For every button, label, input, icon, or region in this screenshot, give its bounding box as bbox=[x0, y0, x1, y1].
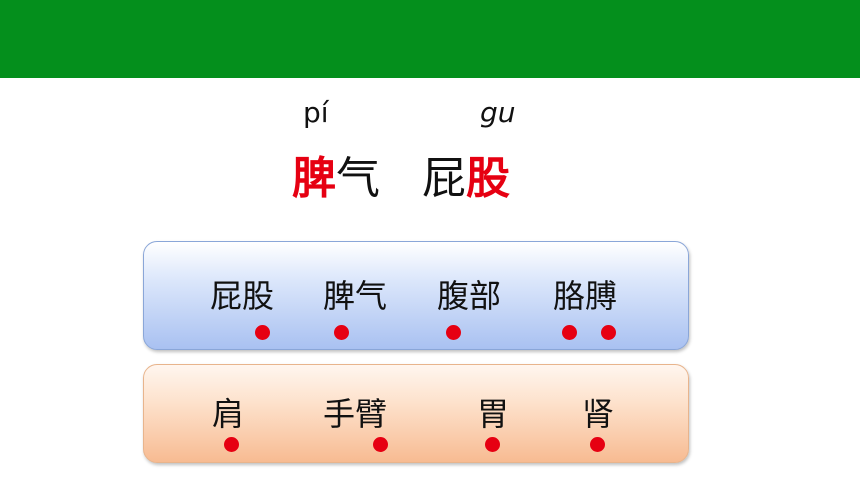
marker-dot bbox=[485, 437, 500, 452]
marker-dot bbox=[373, 437, 388, 452]
marker-dot bbox=[255, 325, 270, 340]
headline-char-qi: 气 bbox=[336, 153, 380, 204]
word-box-blue bbox=[143, 241, 689, 350]
marker-dot bbox=[601, 325, 616, 340]
word-wei: 胃 bbox=[477, 395, 510, 433]
pinyin-pi: pí bbox=[303, 96, 329, 129]
word-piqi: 脾气 bbox=[323, 277, 388, 315]
word-jian: 肩 bbox=[212, 395, 245, 433]
word-gebo: 胳膊 bbox=[553, 277, 618, 315]
headline-word-piqi: 脾气 bbox=[292, 150, 380, 208]
word-shen: 肾 bbox=[582, 395, 615, 433]
marker-dot bbox=[224, 437, 239, 452]
headline-char-gu: 股 bbox=[466, 153, 510, 204]
marker-dot bbox=[590, 437, 605, 452]
marker-dot bbox=[562, 325, 577, 340]
headline-word-pigu: 屁股 bbox=[422, 150, 510, 208]
headline-char-pi2: 屁 bbox=[422, 153, 466, 204]
headline-char-pi: 脾 bbox=[292, 153, 336, 204]
marker-dot bbox=[334, 325, 349, 340]
pinyin-gu: gu bbox=[480, 96, 516, 129]
word-fubu: 腹部 bbox=[437, 277, 502, 315]
word-pigu: 屁股 bbox=[210, 277, 275, 315]
header-bar bbox=[0, 0, 860, 78]
marker-dot bbox=[446, 325, 461, 340]
word-shoubi: 手臂 bbox=[323, 395, 388, 433]
